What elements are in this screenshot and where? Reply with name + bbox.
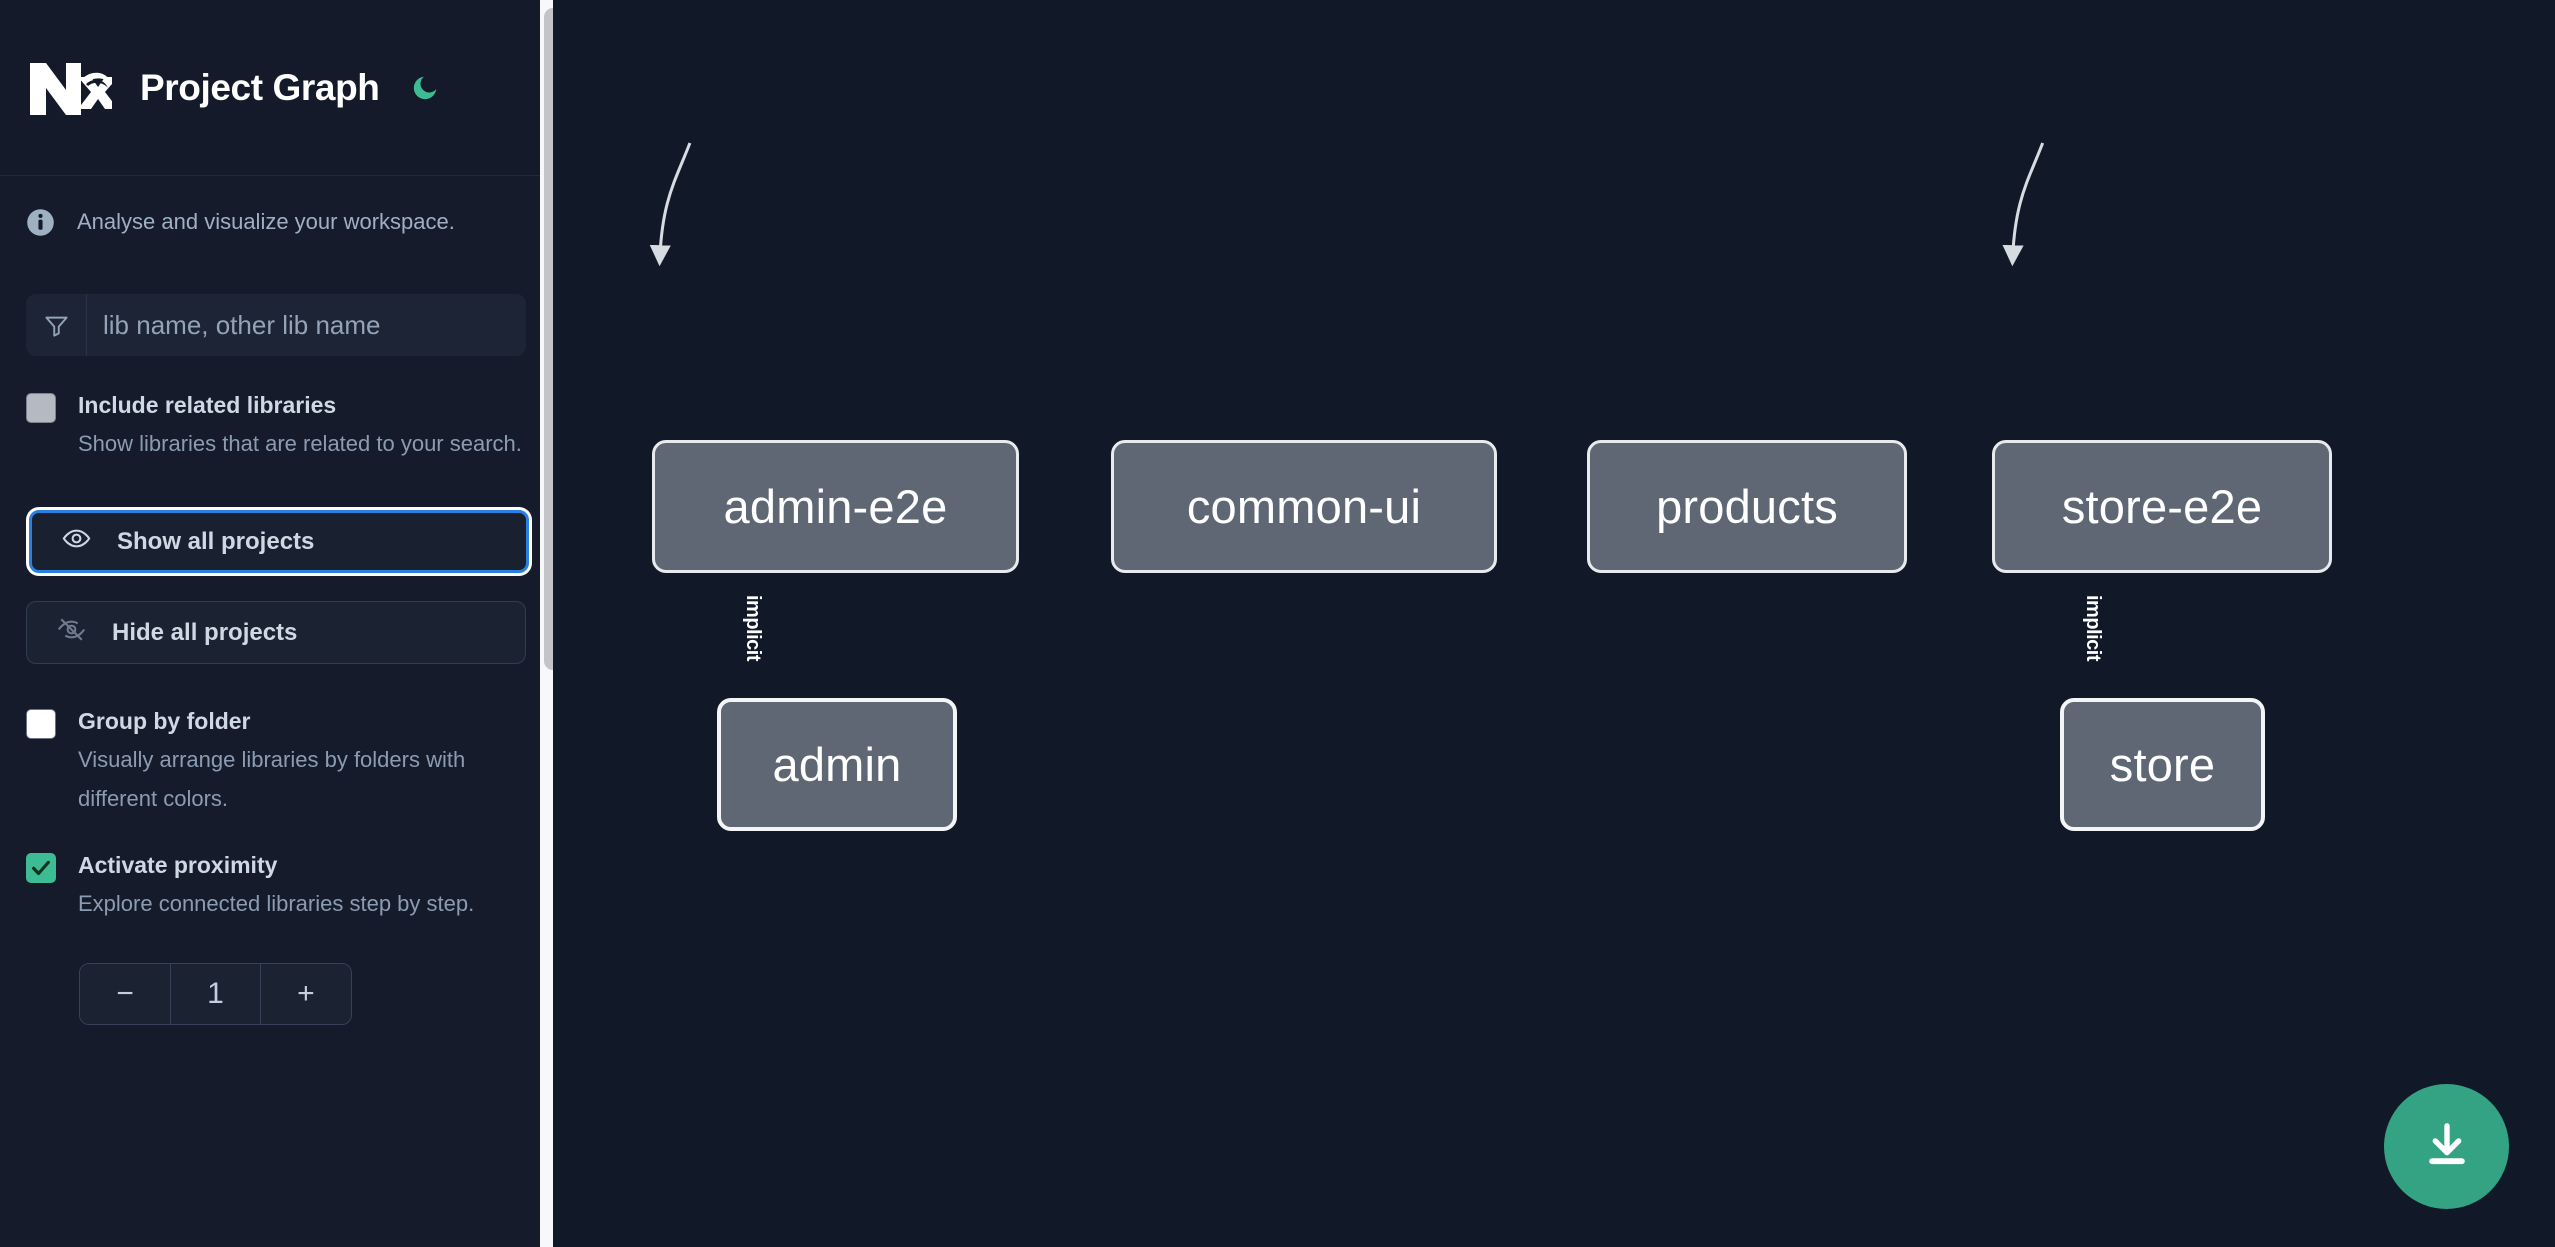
sidebar-header: Project Graph: [0, 0, 553, 176]
proximity-decrement-button[interactable]: −: [80, 964, 171, 1024]
proximity-stepper: − 1 +: [79, 963, 352, 1025]
sidebar: Project Graph Analyse and visualize yo: [0, 0, 571, 1247]
option-label: Activate proximity: [78, 852, 278, 878]
download-graph-button[interactable]: [2384, 1084, 2509, 1209]
graph-node-admin[interactable]: admin: [717, 698, 957, 831]
hide-all-projects-button[interactable]: Hide all projects: [26, 601, 526, 664]
graph-node-label: admin-e2e: [723, 480, 948, 533]
filter-icon: [26, 294, 87, 356]
checkbox-group-by-folder[interactable]: [26, 709, 56, 739]
graph-node-store[interactable]: store: [2060, 698, 2265, 831]
graph-node-label: store-e2e: [2061, 480, 2263, 533]
moon-icon[interactable]: [405, 68, 445, 108]
option-group-by-folder[interactable]: Group by folder Visually arrange librari…: [26, 706, 527, 818]
search-input[interactable]: [87, 294, 526, 356]
graph-node-label: products: [1656, 480, 1838, 533]
graph-edge-label: implicit: [2082, 595, 2104, 662]
page-title: Project Graph: [140, 66, 380, 108]
graph-node-admin-e2e[interactable]: admin-e2e: [652, 440, 1019, 573]
info-icon: [26, 208, 55, 237]
checkbox-activate-proximity[interactable]: [26, 853, 56, 883]
graph-edges: [649, 142, 2045, 267]
eye-off-icon: [57, 615, 86, 651]
hide-all-projects-wrapper: Hide all projects: [26, 601, 527, 664]
search-box[interactable]: [26, 294, 526, 356]
graph-node-store-e2e[interactable]: store-e2e: [1992, 440, 2332, 573]
nx-logo-icon: [26, 57, 118, 119]
graph-node-label: common-ui: [1186, 480, 1422, 533]
download-icon: [2420, 1118, 2474, 1175]
hide-all-projects-label: Hide all projects: [112, 618, 298, 646]
show-all-projects-label: Show all projects: [117, 527, 315, 555]
workspace-description-text: Analyse and visualize your workspace.: [77, 209, 455, 234]
graph-node-label: store: [2109, 738, 2216, 791]
checkbox-include-related-libraries[interactable]: [26, 393, 56, 423]
option-label: Include related libraries: [78, 392, 337, 418]
option-description: Show libraries that are related to your …: [78, 431, 522, 456]
project-graph-canvas[interactable]: admin-e2e common-ui products store-e2e admin…: [553, 0, 2555, 1247]
graph-node-products[interactable]: products: [1587, 440, 1907, 573]
option-include-related-libraries[interactable]: Include related libraries Show libraries…: [26, 390, 527, 463]
workspace-description: Analyse and visualize your workspace.: [0, 176, 553, 268]
proximity-value: 1: [170, 964, 261, 1024]
option-label: Group by folder: [78, 708, 251, 734]
graph-node-label: admin: [772, 738, 902, 791]
graph-edge-label: implicit: [742, 595, 764, 662]
option-activate-proximity[interactable]: Activate proximity Explore connected lib…: [26, 850, 527, 923]
graph-node-common-ui[interactable]: common-ui: [1111, 440, 1497, 573]
option-description: Visually arrange libraries by folders wi…: [78, 747, 466, 811]
eye-icon: [62, 524, 91, 560]
show-all-projects-button[interactable]: Show all projects: [29, 510, 529, 573]
option-description: Explore connected libraries step by step…: [78, 891, 475, 916]
proximity-increment-button[interactable]: +: [260, 964, 351, 1024]
show-all-projects-wrapper: Show all projects: [26, 507, 529, 576]
